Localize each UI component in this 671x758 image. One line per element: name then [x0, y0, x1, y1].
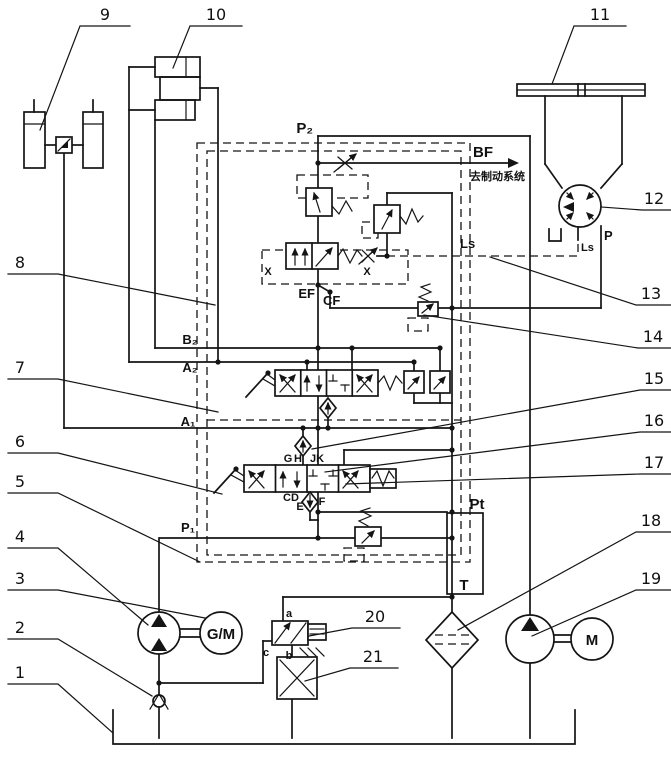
spring-icon — [331, 199, 353, 216]
spring-icon — [377, 374, 403, 392]
ls-pilot-line — [387, 240, 579, 257]
lever-icon — [212, 466, 245, 495]
pilot-x-right-label: X — [363, 266, 371, 278]
callout-19: 19 — [641, 569, 661, 588]
return-port-box — [446, 512, 484, 595]
callout-4: 4 — [15, 527, 25, 546]
ls-throttle-icon — [358, 247, 378, 265]
accumulator-cylinders — [23, 99, 104, 169]
callout-14: 14 — [643, 327, 663, 346]
steering-cylinders — [154, 56, 201, 121]
brake-system-note: 去制动系统 — [470, 169, 525, 183]
labels: P₂ BF 去制动系统 Ls Ls P X X EF CF B₂ A₂ A₁ P… — [181, 120, 613, 662]
valve20-b-label: b — [286, 650, 293, 662]
callout-11: 11 — [590, 5, 610, 24]
check-valve-icon — [149, 692, 169, 710]
port-t-label: T — [459, 577, 468, 594]
callout-6: 6 — [15, 432, 25, 451]
junction-dots — [156, 160, 455, 686]
reducing-valve — [305, 187, 333, 217]
steering-p-port-label: P — [604, 228, 613, 243]
wv-jk-label: JK — [310, 453, 324, 465]
valve20-c-label: c — [263, 647, 269, 659]
spring-icon — [357, 507, 373, 527]
spring-icon — [417, 283, 433, 302]
steering-unit — [548, 184, 602, 242]
check-valve-icon — [318, 396, 338, 420]
pump-icon — [505, 614, 555, 664]
callout-8: 8 — [15, 253, 25, 272]
port-a2-label: A₂ — [182, 360, 197, 375]
tank-outline — [112, 709, 576, 745]
callout-21: 21 — [363, 647, 383, 666]
spring-icon — [371, 469, 395, 488]
filter-icon — [424, 610, 480, 670]
port-b2-label: B₂ — [182, 332, 197, 347]
ls-relief-valve — [417, 301, 439, 317]
port-pt-label: Pt — [470, 496, 485, 513]
electric-motor-icon — [570, 617, 614, 661]
steering-reservoir — [516, 83, 646, 190]
wv-g-label: G — [284, 453, 293, 465]
check-valve-icon — [293, 434, 313, 458]
port-p1-label: P₁ — [181, 520, 195, 535]
check-valve-icon — [300, 490, 320, 514]
steering-pump-group — [505, 614, 614, 664]
pilot-x-left-label: X — [264, 266, 272, 278]
valve-block-dashed-boundary — [196, 142, 471, 563]
motor-label: M — [586, 632, 599, 649]
callout-20: 20 — [365, 607, 385, 626]
wv-h-label: H — [294, 453, 302, 465]
pump-motor-label: G/M — [207, 626, 235, 643]
steering-rotor-arrow-icon — [563, 202, 574, 212]
valve20-a-label: a — [286, 608, 293, 620]
port-ef-label: EF — [298, 286, 315, 301]
callout-7: 7 — [15, 358, 25, 377]
callout-2: 2 — [15, 618, 25, 637]
callout-13: 13 — [641, 284, 661, 303]
throttle-valve-icon — [333, 153, 357, 173]
callout-3: 3 — [15, 569, 25, 588]
callout-18: 18 — [641, 511, 661, 530]
bypass-valve-20 — [271, 620, 327, 657]
restrictor-21 — [276, 656, 318, 700]
wv-e-label: E — [296, 501, 303, 513]
wv-cd-label: CD — [283, 492, 299, 504]
callout-5: 5 — [15, 472, 25, 491]
callout-15: 15 — [644, 369, 664, 388]
spring-icon — [399, 207, 424, 226]
port-bf-label: BF — [473, 144, 493, 161]
callout-12: 12 — [644, 189, 664, 208]
callout-10: 10 — [206, 5, 226, 24]
pump-motor-icon — [199, 611, 243, 655]
callout-16: 16 — [644, 411, 664, 430]
spring-icon — [337, 247, 363, 265]
port-cf-label: CF — [323, 293, 340, 308]
bf-arrow — [508, 158, 519, 168]
port-p2-label: P₂ — [296, 120, 313, 137]
pump-icon — [137, 611, 181, 655]
lever-icon — [244, 370, 276, 399]
callout-17: 17 — [644, 453, 664, 472]
return-filter — [424, 610, 480, 670]
wv-f-label: F — [319, 496, 326, 508]
main-relief-valve — [354, 507, 382, 547]
port-a1-label: A₁ — [181, 414, 196, 429]
hatch-icon — [299, 647, 325, 657]
callout-1: 1 — [15, 663, 25, 682]
tank-port-icon — [548, 228, 562, 242]
work-pump-group — [137, 611, 243, 710]
callouts: 1 2 3 4 5 6 7 8 9 10 11 12 13 14 15 16 1… — [7, 5, 671, 734]
lower-spool-valve — [212, 434, 397, 514]
steering-ls-port-label: Ls — [581, 242, 594, 254]
valve-actuator-icon — [307, 623, 327, 641]
ls-line-label: Ls — [460, 236, 475, 251]
callout-9: 9 — [100, 5, 110, 24]
upper-spool-valve — [244, 369, 451, 420]
